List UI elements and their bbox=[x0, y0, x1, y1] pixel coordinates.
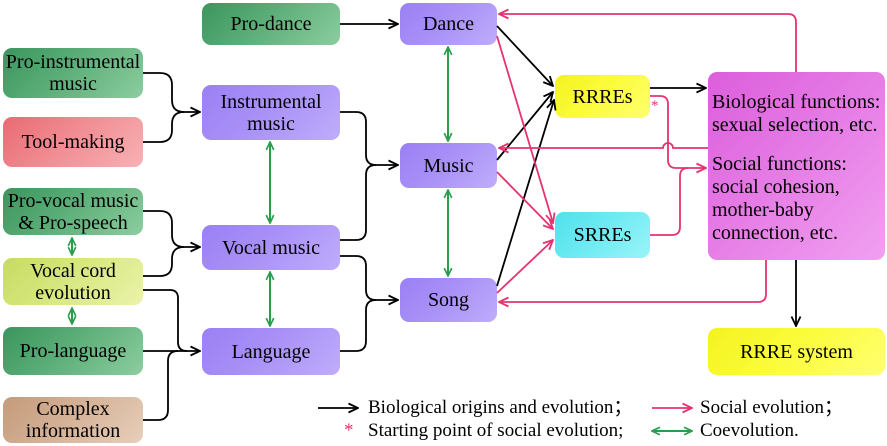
node-rrre-system: RRRE system bbox=[708, 328, 885, 375]
social-functions-detail-2: mother-baby bbox=[712, 199, 814, 221]
arrow-functions-to-dance bbox=[499, 14, 797, 72]
node-vocal-cord-evolution-label-1: Vocal cord bbox=[30, 259, 116, 282]
node-pro-instrumental-music: Pro-instrumental music bbox=[3, 48, 143, 98]
node-pro-dance: Pro-dance bbox=[202, 3, 340, 45]
node-vocal-cord-evolution-label-2: evolution bbox=[35, 281, 111, 304]
node-music: Music bbox=[400, 143, 497, 188]
legend-starting-point-label: Starting point of social evolution; bbox=[368, 420, 624, 441]
node-complex-information-label-1: Complex bbox=[36, 398, 110, 420]
line-vocal-music-to-music bbox=[340, 164, 377, 241]
node-pro-vocal-music-label-2: & Pro-speech bbox=[18, 211, 128, 234]
node-tool-making: Tool-making bbox=[3, 117, 143, 167]
node-vocal-music: Vocal music bbox=[202, 225, 340, 270]
line-tool-making-to-instrumental-music bbox=[143, 111, 185, 143]
node-complex-information-label-2: information bbox=[25, 420, 121, 442]
node-rrre-system-label: RRRE system bbox=[740, 340, 853, 363]
node-pro-instrumental-music-label-2: music bbox=[49, 73, 97, 95]
arrow-instrumental-to-music bbox=[340, 111, 398, 165]
biological-functions-detail: sexual selection, etc. bbox=[712, 114, 878, 136]
node-instrumental-music-label-1: Instrumental bbox=[220, 90, 322, 113]
node-functions: Biological functions: sexual selection, … bbox=[708, 72, 885, 260]
node-vocal-cord-evolution: Vocal cord evolution bbox=[3, 258, 143, 305]
social-evolution-start-marker: * bbox=[651, 98, 659, 114]
node-pro-language-label: Pro-language bbox=[19, 340, 127, 362]
arrow-music-to-srres bbox=[496, 171, 553, 229]
arrow-pro-vocal-to-vocal-music bbox=[143, 210, 200, 247]
arrow-song-to-srres bbox=[496, 240, 553, 294]
legend-social-label: Social evolution； bbox=[700, 397, 844, 418]
node-dance-label: Dance bbox=[422, 13, 475, 35]
node-pro-language: Pro-language bbox=[3, 327, 143, 375]
legend-coevolution-label: Coevolution. bbox=[700, 420, 799, 441]
node-instrumental-music-label-2: music bbox=[247, 112, 295, 135]
arrow-dance-to-rrres bbox=[496, 25, 553, 86]
node-language: Language bbox=[202, 328, 340, 375]
biological-functions-group: Biological functions: sexual selection, … bbox=[712, 91, 880, 137]
social-functions-detail-3: connection, etc. bbox=[712, 222, 839, 244]
line-complex-information-to-language bbox=[143, 350, 179, 421]
arrow-music-to-rrres bbox=[496, 92, 553, 161]
node-rrres: RRREs bbox=[555, 75, 650, 118]
node-pro-vocal-music-label-1: Pro-vocal music bbox=[7, 189, 139, 212]
node-vocal-music-label: Vocal music bbox=[222, 236, 320, 259]
arrow-song-to-rrres bbox=[496, 100, 554, 287]
biological-functions-heading: Biological functions: bbox=[712, 91, 881, 113]
line-vocal-cord-to-vocal-music bbox=[143, 246, 185, 277]
node-tool-making-label: Tool-making bbox=[21, 131, 125, 153]
arrow-pro-instrumental-to-instrumental-music bbox=[143, 72, 200, 112]
arrow-vocal-music-to-song bbox=[340, 255, 398, 300]
social-functions-heading: Social functions: bbox=[712, 153, 847, 175]
node-language-label: Language bbox=[231, 340, 311, 363]
line-language-to-song bbox=[340, 299, 377, 352]
arrow-functions-to-song bbox=[499, 260, 767, 302]
node-rrres-label: RRREs bbox=[572, 85, 633, 108]
node-complex-information: Complex information bbox=[3, 397, 143, 443]
social-functions-detail-1: social cohesion, bbox=[712, 176, 840, 198]
arrow-dance-to-srres bbox=[496, 35, 553, 223]
social-functions-group: Social functions: social cohesion, mothe… bbox=[712, 153, 847, 245]
node-pro-vocal-music-pro-speech: Pro-vocal music & Pro-speech bbox=[3, 188, 143, 235]
node-pro-dance-label: Pro-dance bbox=[230, 13, 312, 35]
legend-biological-label: Biological origins and evolution； bbox=[368, 397, 633, 418]
node-srres-label: SRREs bbox=[573, 224, 632, 246]
legend-starting-point-symbol: * bbox=[344, 420, 354, 441]
node-song-label: Song bbox=[427, 289, 470, 311]
node-instrumental-music: Instrumental music bbox=[202, 85, 340, 140]
node-pro-instrumental-music-label-1: Pro-instrumental bbox=[5, 51, 141, 73]
line-vocal-cord-to-language bbox=[143, 289, 188, 352]
node-dance: Dance bbox=[400, 3, 497, 45]
arrow-functions-to-music bbox=[499, 142, 708, 148]
node-song: Song bbox=[400, 278, 497, 322]
node-srres: SRREs bbox=[555, 212, 650, 258]
line-srres-to-social-functions bbox=[650, 167, 689, 236]
node-music-label: Music bbox=[423, 154, 474, 177]
